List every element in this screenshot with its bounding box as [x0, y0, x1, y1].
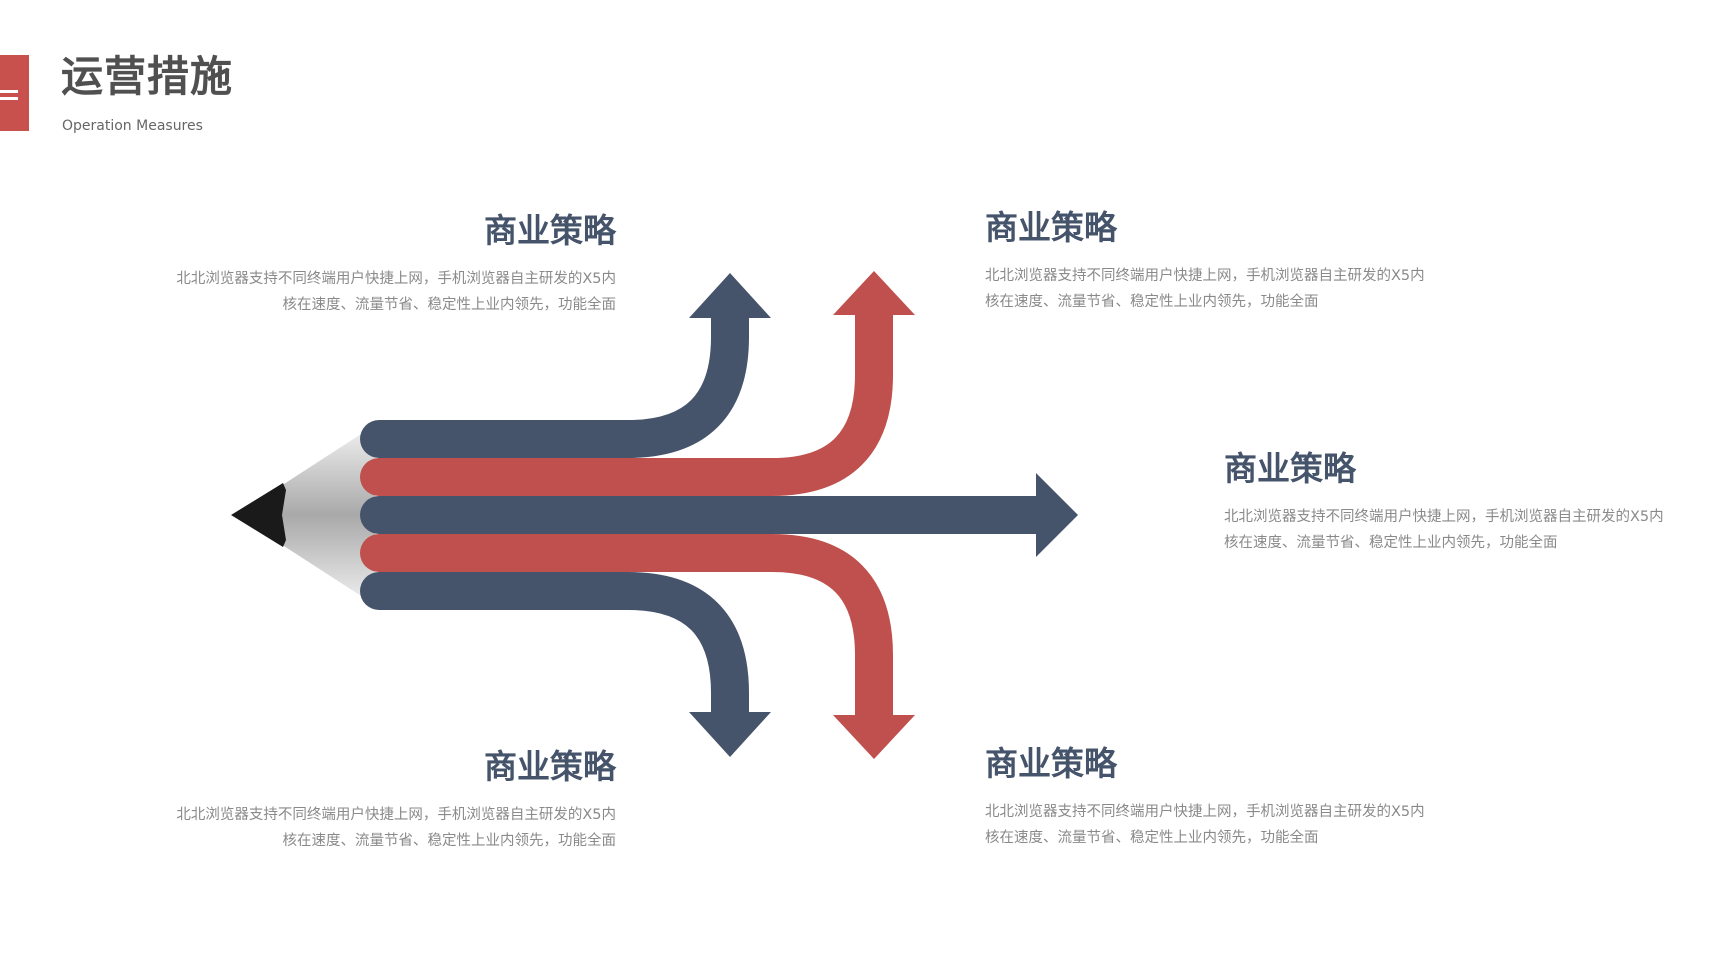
- strategy-heading: 商业策略: [985, 744, 1117, 783]
- arrow-shaft-down-outer: [360, 572, 749, 734]
- header-accent: [0, 55, 29, 131]
- arrowhead-right-navy: [1036, 473, 1078, 557]
- pencil-wood-tip: [236, 425, 375, 605]
- strategy-description-line-1: 北北浏览器支持不同终端用户快捷上网，手机浏览器自主研发的X5内: [985, 267, 1425, 284]
- strategy-description-line-2: 核在速度、流量节省、稳定性上业内领先，功能全面: [985, 293, 1319, 310]
- pencil-icon: [231, 425, 375, 605]
- arrowhead-down-red: [833, 715, 915, 759]
- arrow-shaft-up-inner: [360, 293, 893, 496]
- strategy-description: 北北浏览器支持不同终端用户快捷上网，手机浏览器自主研发的X5内 核在速度、流量节…: [985, 263, 1505, 315]
- strategy-description-line-1: 北北浏览器支持不同终端用户快捷上网，手机浏览器自主研发的X5内: [1224, 508, 1664, 525]
- menu-icon-bar-2: [0, 97, 18, 100]
- strategy-block-top-right: 商业策略 北北浏览器支持不同终端用户快捷上网，手机浏览器自主研发的X5内 核在速…: [985, 209, 1505, 315]
- strategy-description: 北北浏览器支持不同终端用户快捷上网，手机浏览器自主研发的X5内 核在速度、流量节…: [985, 799, 1505, 851]
- arrowhead-up-red: [833, 271, 915, 315]
- arrow-shaft-up-outer: [360, 296, 749, 458]
- pencil-graphite-tip: [231, 483, 286, 547]
- strategy-description: 北北浏览器支持不同终端用户快捷上网，手机浏览器自主研发的X5内 核在速度、流量节…: [96, 266, 616, 318]
- strategy-heading: 商业策略: [484, 211, 616, 250]
- arrowhead-up-navy: [689, 273, 771, 318]
- strategy-block-bottom-right: 商业策略 北北浏览器支持不同终端用户快捷上网，手机浏览器自主研发的X5内 核在速…: [985, 745, 1505, 851]
- strategy-description-line-1: 北北浏览器支持不同终端用户快捷上网，手机浏览器自主研发的X5内: [176, 806, 616, 823]
- strategy-heading: 商业策略: [985, 208, 1117, 247]
- strategy-block-top-left: 商业策略 北北浏览器支持不同终端用户快捷上网，手机浏览器自主研发的X5内 核在速…: [96, 212, 616, 318]
- strategy-description-line-1: 北北浏览器支持不同终端用户快捷上网，手机浏览器自主研发的X5内: [985, 803, 1425, 820]
- strategy-heading: 商业策略: [1224, 449, 1356, 488]
- page-subtitle: Operation Measures: [62, 118, 203, 134]
- strategy-description-line-2: 核在速度、流量节省、稳定性上业内领先，功能全面: [282, 296, 617, 313]
- menu-icon-bar-1: [0, 90, 18, 93]
- strategy-heading: 商业策略: [484, 747, 616, 786]
- arrow-shaft-down-inner: [360, 534, 893, 737]
- strategy-description-line-2: 核在速度、流量节省、稳定性上业内领先，功能全面: [282, 832, 617, 849]
- strategy-description-line-2: 核在速度、流量节省、稳定性上业内领先，功能全面: [985, 829, 1319, 846]
- page-title: 运营措施: [61, 52, 234, 101]
- arrowhead-down-navy: [689, 712, 771, 757]
- strategy-description: 北北浏览器支持不同终端用户快捷上网，手机浏览器自主研发的X5内 核在速度、流量节…: [96, 802, 616, 854]
- strategy-description-line-1: 北北浏览器支持不同终端用户快捷上网，手机浏览器自主研发的X5内: [176, 270, 616, 287]
- strategy-block-middle-right: 商业策略 北北浏览器支持不同终端用户快捷上网，手机浏览器自主研发的X5内 核在速…: [1224, 450, 1728, 556]
- strategy-description: 北北浏览器支持不同终端用户快捷上网，手机浏览器自主研发的X5内 核在速度、流量节…: [1224, 504, 1728, 556]
- strategy-description-line-2: 核在速度、流量节省、稳定性上业内领先，功能全面: [1224, 534, 1558, 551]
- strategy-block-bottom-left: 商业策略 北北浏览器支持不同终端用户快捷上网，手机浏览器自主研发的X5内 核在速…: [96, 748, 616, 854]
